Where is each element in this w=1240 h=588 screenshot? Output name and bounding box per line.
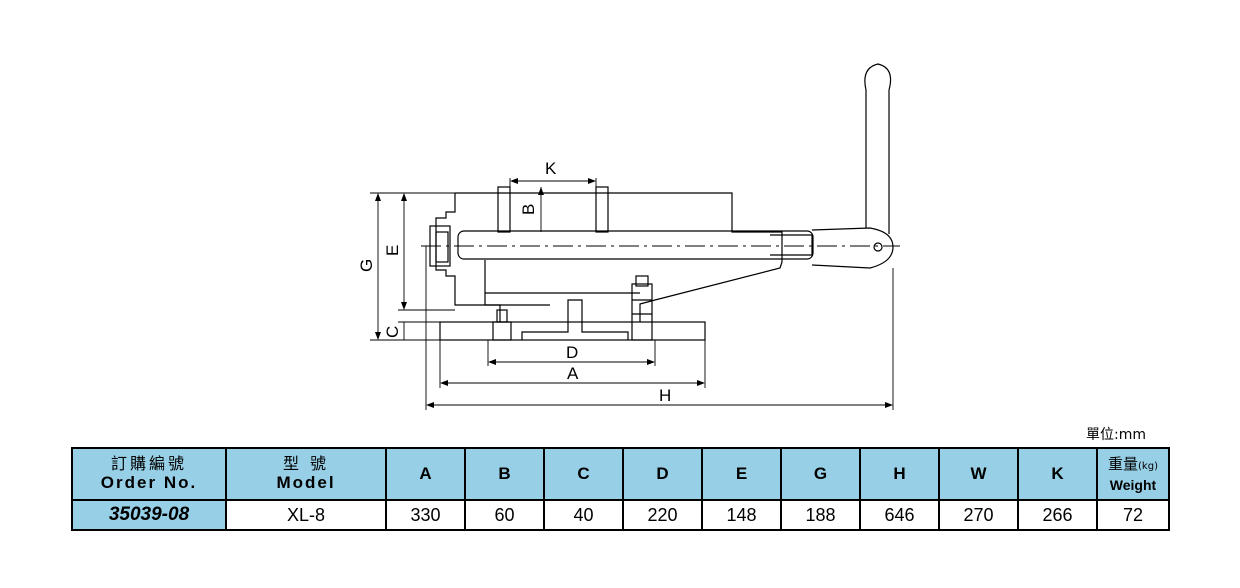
header-dim-c: C [543, 447, 624, 501]
header-weight: 重量(kg) Weight [1096, 447, 1170, 501]
cell-dim-e: 148 [701, 499, 782, 531]
cell-dim-k: 266 [1017, 499, 1098, 531]
header-weight-zh: 重量(kg) [1108, 454, 1158, 473]
spec-table: 訂購編號 Order No. 型 號 Model A B C D E G H W… [71, 447, 1170, 531]
cell-dim-b: 60 [464, 499, 545, 531]
dim-label-h: H [659, 386, 671, 405]
cell-dim-g: 188 [780, 499, 861, 531]
header-order-zh: 訂購編號 [110, 454, 187, 473]
header-model-en: Model [276, 473, 336, 492]
cell-dim-c: 40 [543, 499, 624, 531]
bolt-left [492, 321, 512, 341]
vise-body [435, 192, 783, 322]
dim-label-d: D [566, 343, 578, 362]
vise-handle [811, 227, 894, 269]
header-dim-d: D [622, 447, 703, 501]
header-weight-en: Weight [1109, 476, 1157, 493]
header-model-zh: 型 號 [282, 454, 330, 473]
header-dim-a: A [385, 447, 466, 501]
header-model: 型 號 Model [225, 447, 387, 501]
cell-dim-d: 220 [622, 499, 703, 531]
vise-technical-drawing: K B E G C D A H [357, 63, 900, 410]
jaw-post-left [497, 186, 511, 233]
cell-weight: 72 [1096, 499, 1170, 531]
header-dim-k: K [1017, 447, 1098, 501]
header-dim-w: W [938, 447, 1019, 501]
header-dim-h: H [859, 447, 940, 501]
bolt-right [631, 283, 653, 341]
cell-model: XL-8 [225, 499, 387, 531]
header-order-no: 訂購編號 Order No. [71, 447, 227, 501]
header-dim-e: E [701, 447, 782, 501]
spec-header-row: 訂購編號 Order No. 型 號 Model A B C D E G H W… [71, 447, 1170, 501]
header-order-en: Order No. [100, 473, 198, 492]
jaw-post-right [595, 186, 609, 233]
dim-label-a: A [567, 364, 579, 383]
cell-order-no: 35039-08 [71, 499, 227, 531]
dim-label-k: K [545, 159, 557, 178]
cell-dim-h: 646 [859, 499, 940, 531]
vise-base-plate [439, 321, 706, 341]
cell-dim-a: 330 [385, 499, 466, 531]
dim-label-g: G [357, 259, 376, 272]
dim-label-c: C [383, 326, 402, 338]
dim-label-e: E [383, 245, 402, 256]
header-dim-b: B [464, 447, 545, 501]
unit-label: 單位:mm [1086, 427, 1146, 443]
vise-spindle [457, 230, 814, 260]
header-dim-g: G [780, 447, 861, 501]
dim-label-b: B [519, 204, 538, 215]
table-row: 35039-08 XL-8 330 60 40 220 148 188 646 … [71, 499, 1170, 531]
cell-dim-w: 270 [938, 499, 1019, 531]
